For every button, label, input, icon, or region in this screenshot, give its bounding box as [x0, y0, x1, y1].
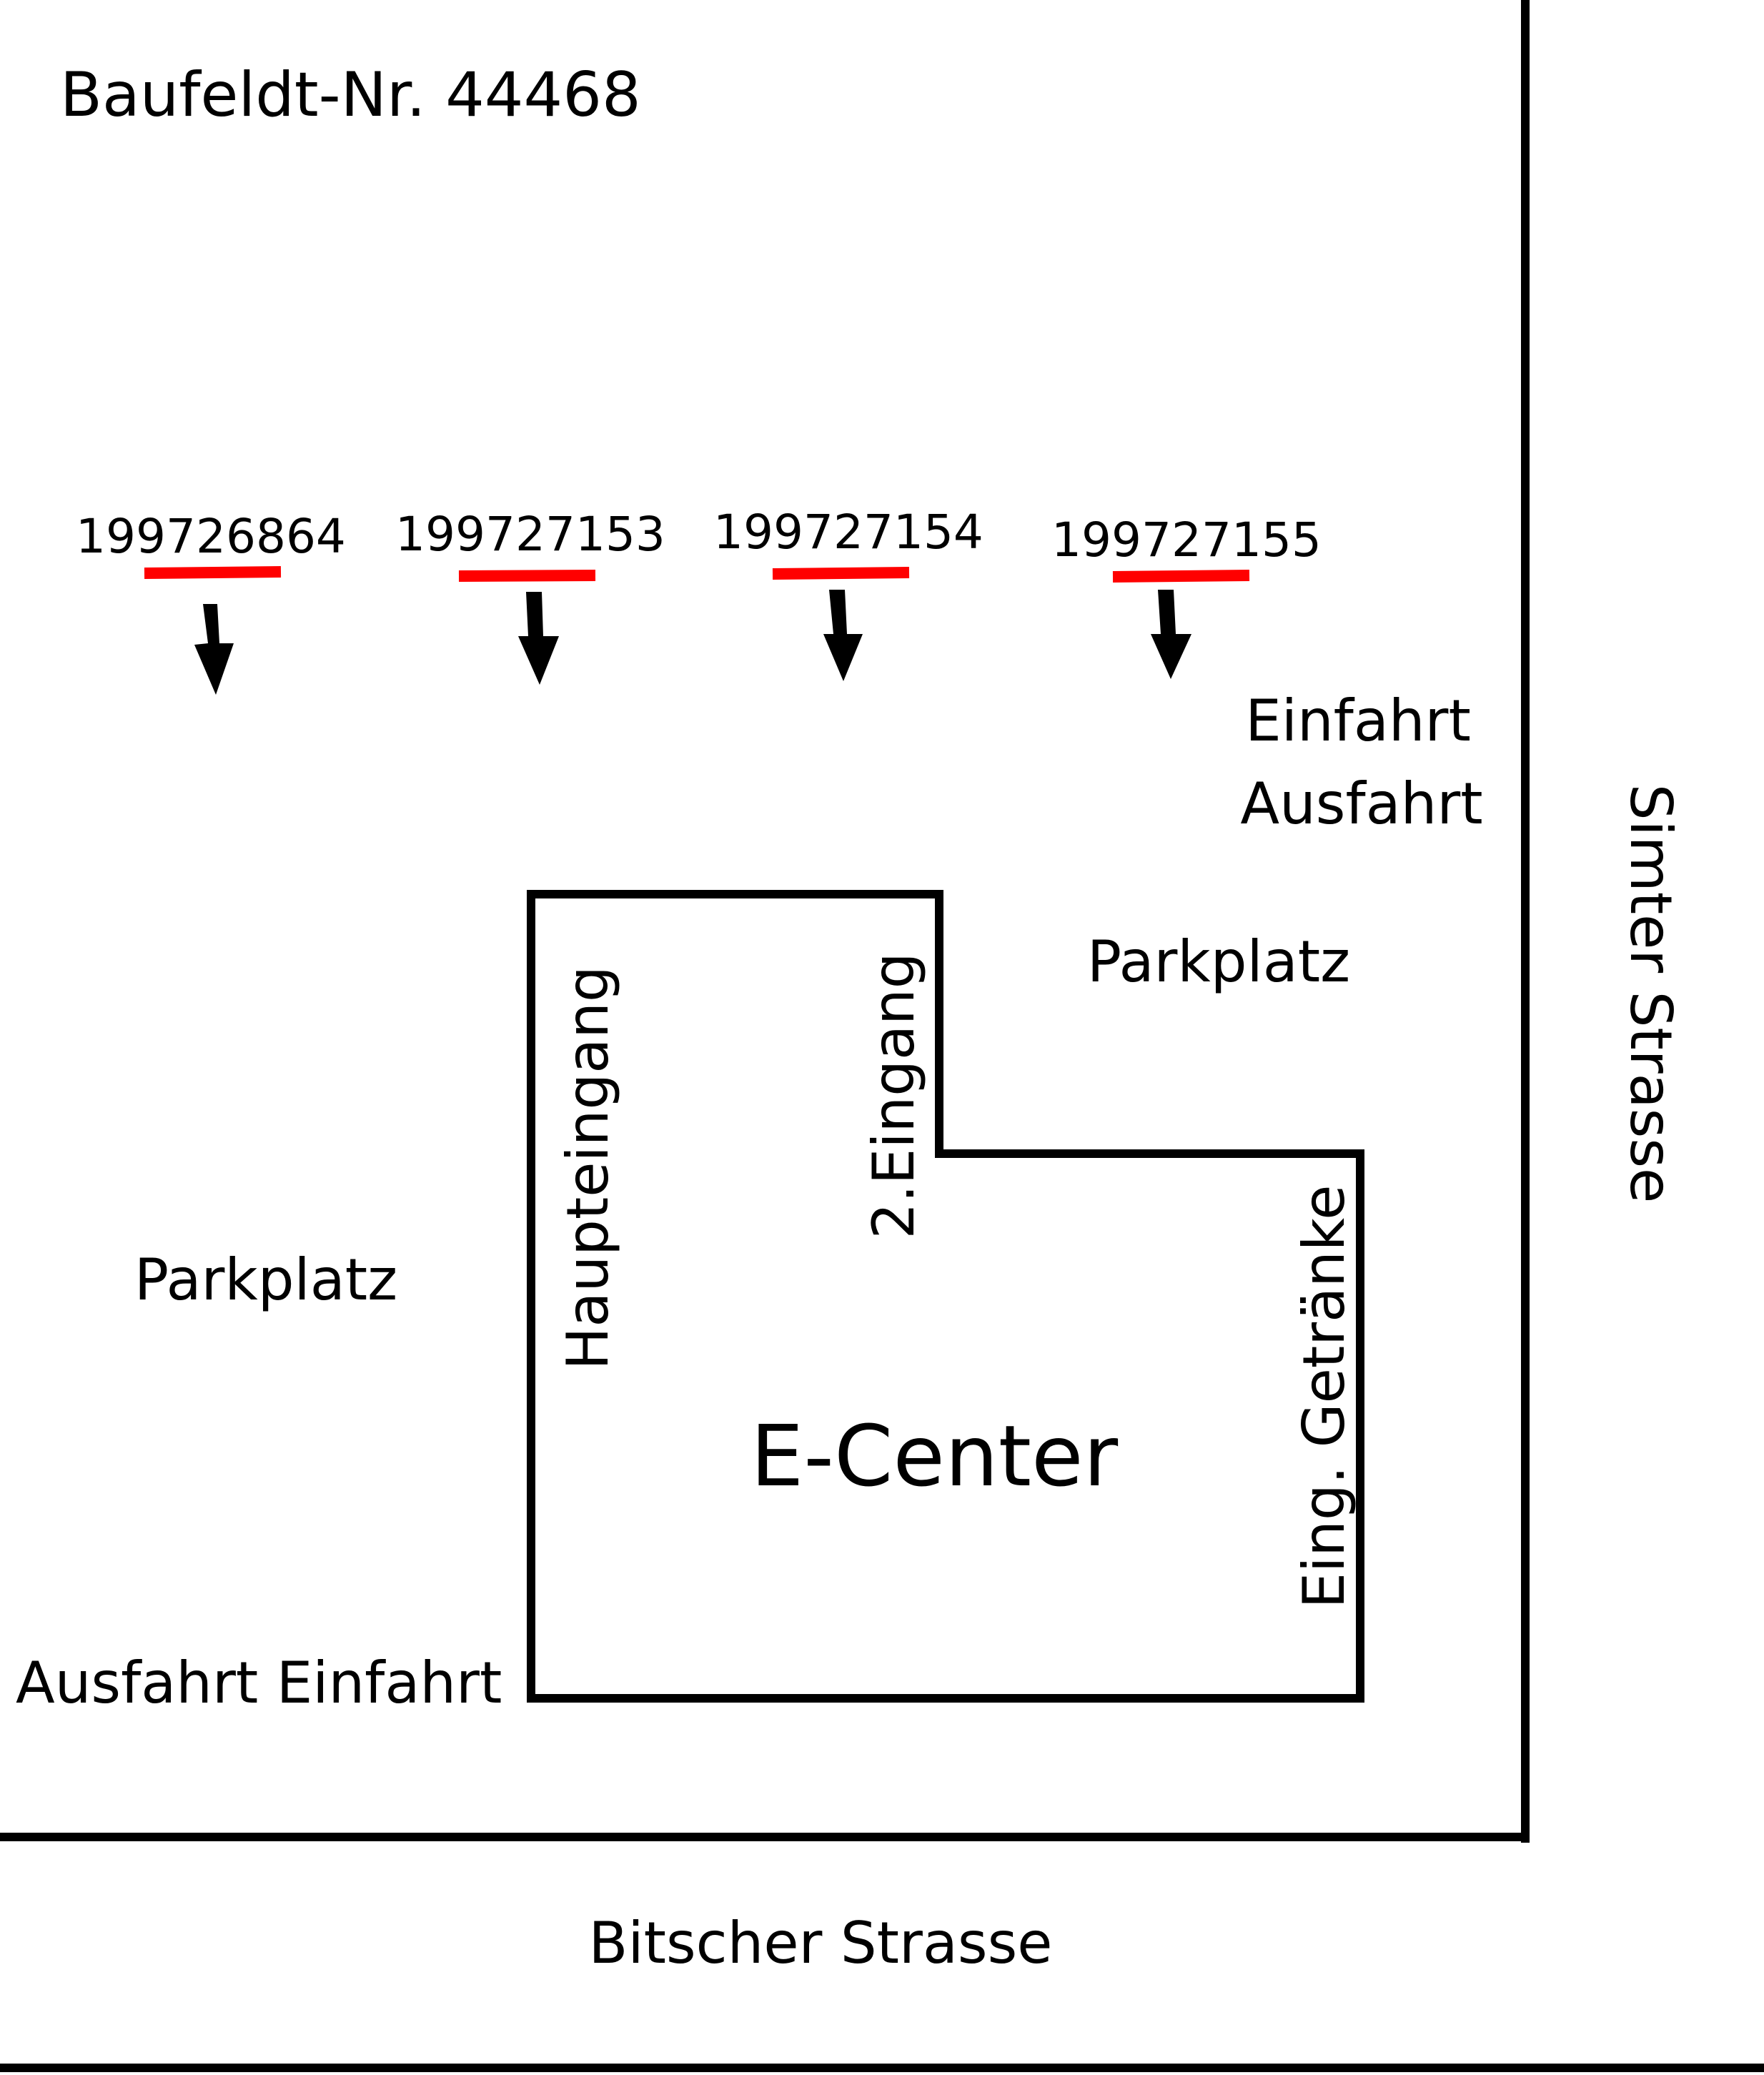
building-outline — [527, 890, 1364, 1703]
label-simter-strasse: Simter Strasse — [1617, 784, 1684, 1203]
parking-number-label: 199727154 — [713, 505, 983, 560]
label-haupteingang: Haupteingang — [555, 966, 621, 1370]
label-bitscher-strasse: Bitscher Strasse — [588, 1910, 1052, 1976]
down-arrow-icon — [1151, 590, 1191, 679]
plan-title: Baufeldt-Nr. 44468 — [60, 59, 641, 131]
label-zweiter-eingang: 2.Eingang — [861, 952, 927, 1239]
label-parkplatz-right: Parkplatz — [1087, 928, 1350, 995]
red-marker-line — [1112, 570, 1250, 583]
parking-number-label: 199727153 — [395, 507, 665, 562]
parking-number-2: 199727153 — [395, 507, 665, 685]
label-parkplatz-left: Parkplatz — [134, 1247, 397, 1313]
red-marker-line — [458, 570, 596, 582]
down-arrow-icon — [194, 604, 234, 695]
parking-number-label: 199727155 — [1051, 512, 1322, 568]
parking-number-label: 199726864 — [76, 509, 346, 564]
down-arrow-icon — [518, 592, 559, 685]
red-marker-line — [772, 567, 910, 580]
label-building-name: E-Center — [750, 1407, 1119, 1505]
parking-number-4: 199727155 — [1051, 512, 1322, 679]
label-einfahrt: Einfahrt — [1245, 688, 1471, 754]
down-arrow-icon — [823, 590, 863, 681]
label-ausfahrt: Ausfahrt — [1240, 771, 1482, 837]
parking-number-3: 199727154 — [713, 505, 983, 681]
parking-number-1: 199726864 — [76, 509, 346, 695]
red-marker-line — [144, 566, 282, 579]
label-eingang-getraenke: Eing. Getränke — [1291, 1184, 1357, 1608]
label-ausfahrt-einfahrt: Ausfahrt Einfahrt — [16, 1650, 502, 1716]
